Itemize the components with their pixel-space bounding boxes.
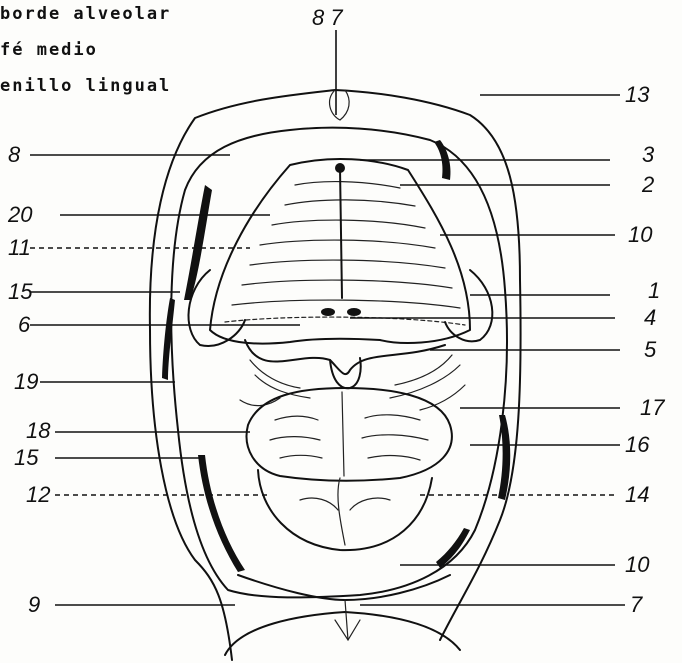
label-right-10: 14 (625, 482, 649, 507)
label-right-11: 10 (625, 552, 650, 577)
labial-frenulum-lower (345, 600, 348, 640)
tongue-texture (270, 392, 428, 476)
label-right-6: 4 (644, 305, 656, 330)
label-left-3: 11 (8, 235, 31, 260)
lip-shade-right-2 (498, 415, 510, 500)
soft-palate (245, 340, 445, 374)
label-left-1: 8 (8, 142, 21, 167)
lip-shade-bottom-right (436, 528, 470, 568)
label-right-2: 3 (642, 142, 655, 167)
leader-lines (30, 30, 625, 605)
label-right-5: 1 (648, 278, 660, 303)
label-right-1: 13 (625, 82, 650, 107)
chin (225, 612, 460, 655)
median-raphe (340, 168, 342, 298)
label-left-6: 19 (14, 369, 38, 394)
tongue-dorsum (247, 388, 452, 481)
label-right-12: 7 (630, 592, 643, 617)
label-right-9: 16 (625, 432, 650, 457)
label-right-8: 17 (640, 395, 665, 420)
label-left-10: 9 (28, 592, 40, 617)
incisive-papilla (335, 163, 345, 173)
label-top: 8 7 (312, 5, 343, 30)
label-left-9: 12 (26, 482, 50, 507)
label-left-8: 15 (14, 445, 39, 470)
outer-contour (150, 90, 521, 660)
pharynx-lines (240, 355, 465, 410)
label-left-7: 18 (26, 418, 51, 443)
labial-frenulum-upper (330, 90, 350, 120)
floor-of-mouth (258, 470, 432, 550)
lingual-frenulum (338, 478, 345, 545)
fovea-right (347, 308, 361, 316)
label-right-7: 5 (644, 337, 657, 362)
label-left-2: 20 (7, 202, 33, 227)
label-right-3: 2 (641, 172, 654, 197)
label-left-5: 6 (18, 312, 31, 337)
label-left-4: 15 (8, 279, 33, 304)
label-right-4: 10 (628, 222, 653, 247)
fovea-left (321, 308, 335, 316)
